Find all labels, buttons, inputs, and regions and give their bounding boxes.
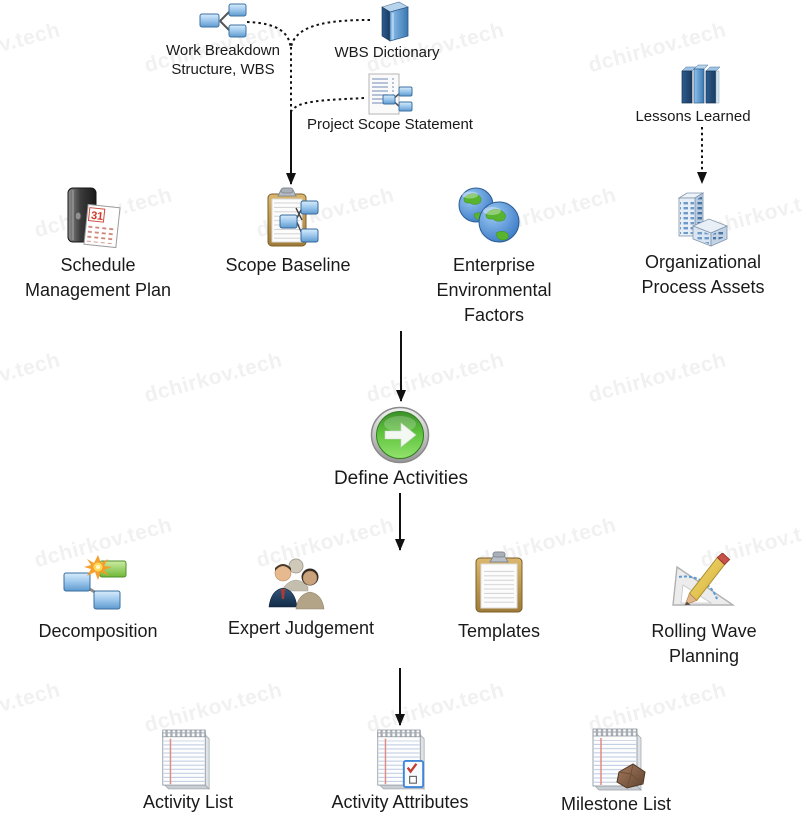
notepad-checklist-icon [370, 724, 428, 794]
label-organizational-process-assets: Organizational Process Assets [641, 252, 765, 297]
svg-text:31: 31 [90, 210, 103, 223]
label-define-activities: Define Activities [333, 468, 469, 489]
label-scope-baseline: Scope Baseline [225, 255, 351, 275]
books-stack-icon [676, 62, 724, 107]
book-icon [372, 0, 414, 42]
label-expert-judgement: Expert Judgement [227, 618, 375, 638]
label-activity-list: Activity List [142, 792, 234, 812]
label-rolling-wave-planning: Rolling Wave Planning [651, 621, 757, 666]
people-group-icon [263, 555, 329, 611]
clipboard-chart-icon [256, 186, 322, 250]
globes-icon [450, 184, 526, 248]
green-arrow-button-icon [370, 406, 430, 464]
scope-statement-document-icon [368, 73, 416, 118]
label-schedule-management-plan: Schedule Management Plan [24, 255, 172, 300]
clipboard-icon [472, 550, 526, 616]
label-wbs-dictionary: WBS Dictionary [334, 44, 440, 61]
decomposition-chart-icon [60, 553, 132, 617]
label-enterprise-environmental-factors: Enterprise Environmental Factors [436, 255, 552, 325]
edge-dictionary-to-junction [290, 19, 371, 48]
label-activity-attributes: Activity Attributes [331, 792, 469, 812]
edge-scope-statement-to-junction [291, 97, 365, 112]
edge-wbs-to-junction [246, 21, 292, 48]
label-lessons-learned: Lessons Learned [635, 108, 751, 125]
set-square-pencil-icon [667, 553, 739, 615]
binder-calendar-icon: 31 [60, 186, 126, 250]
label-wbs: Work Breakdown Structure, WBS [166, 42, 280, 78]
office-building-icon [669, 186, 731, 248]
label-templates: Templates [457, 621, 541, 641]
wbs-chart-icon [198, 2, 248, 40]
label-milestone-list: Milestone List [560, 794, 672, 814]
notepad-stone-icon [585, 724, 649, 794]
notepad-icon [155, 724, 213, 794]
label-project-scope-statement: Project Scope Statement [307, 116, 473, 133]
label-decomposition: Decomposition [38, 621, 158, 641]
